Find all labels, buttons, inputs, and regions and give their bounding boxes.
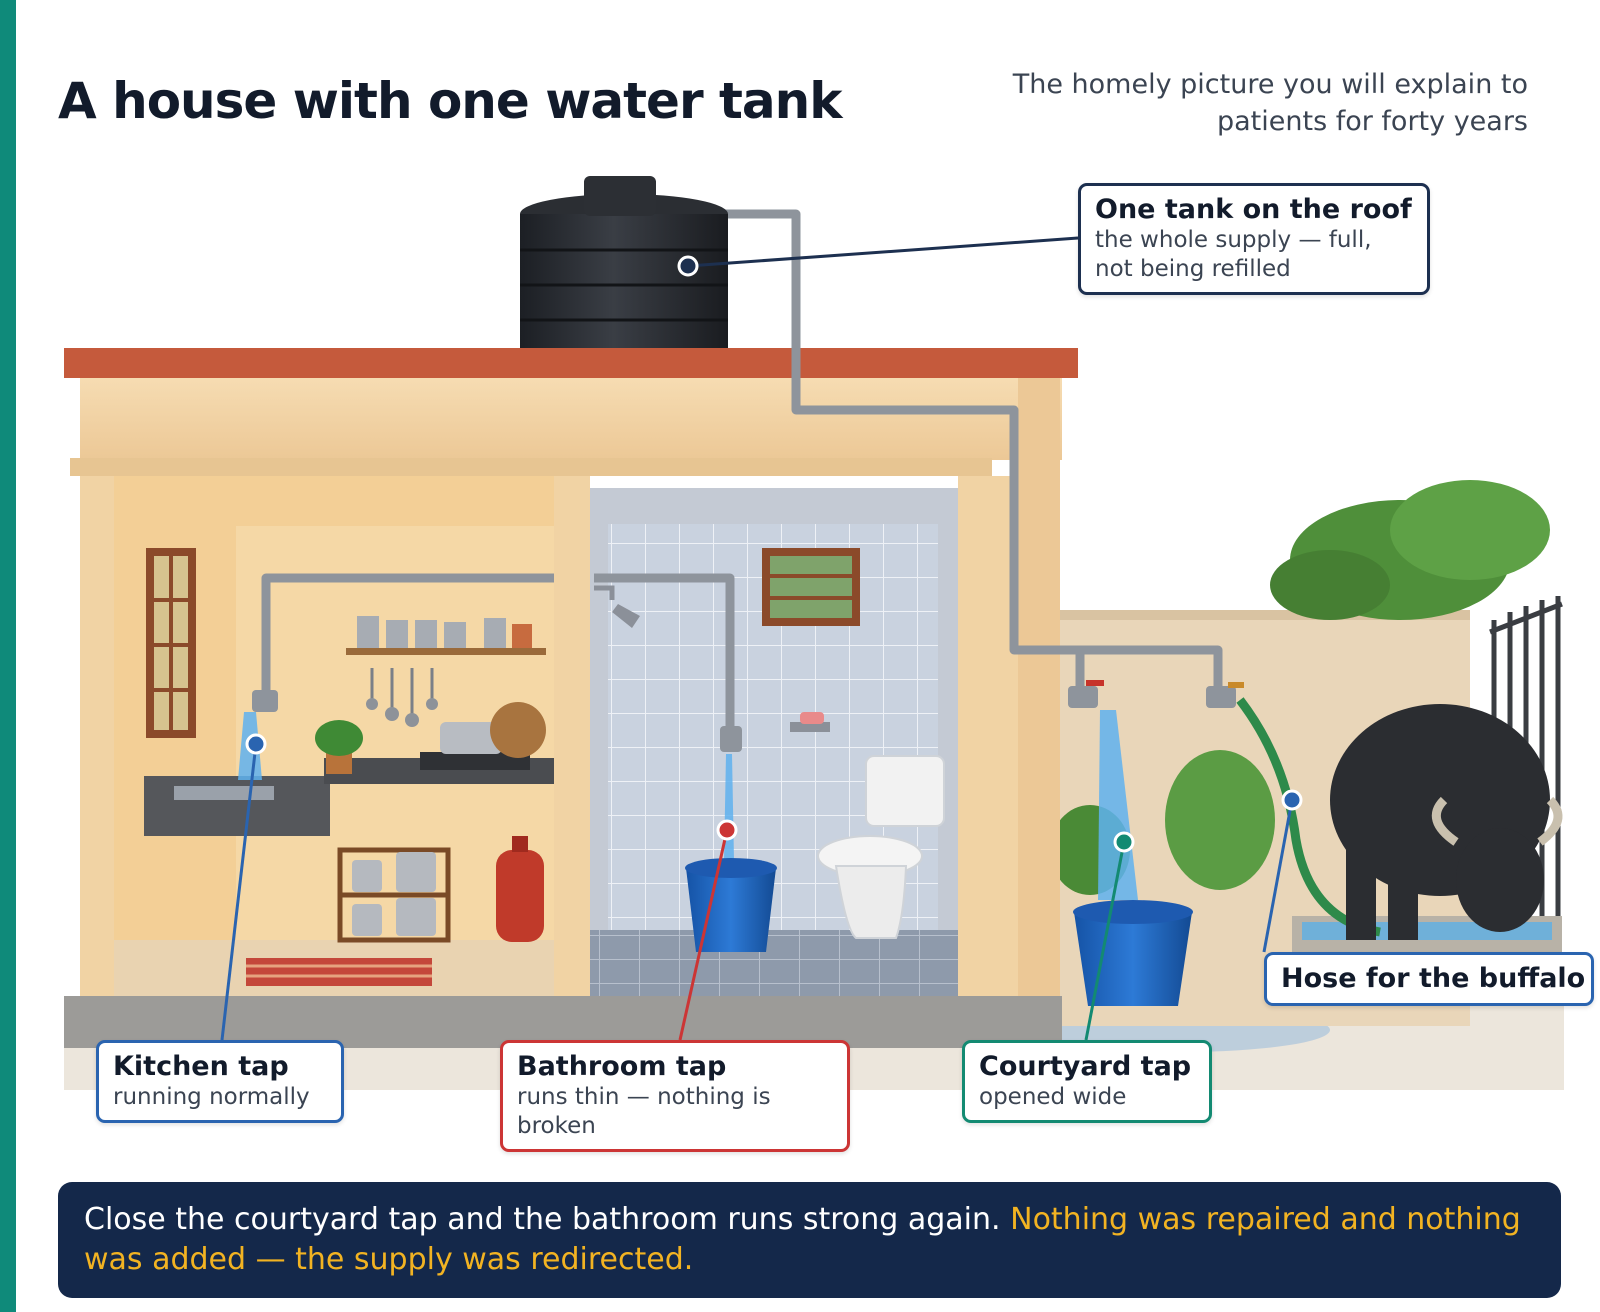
bathroom-tap-text: runs thin — nothing is broken [517,1084,771,1139]
lintel [70,458,992,476]
tank-callout-title: One tank on the roof [1095,194,1412,225]
leader-lines [220,236,1294,1041]
courtyard-tap-callout: Courtyard tap opened wide [962,1040,1212,1123]
page-subtitle: The homely picture you will explain to p… [1012,69,1528,137]
hose-callout: Hose for the buffalo [1264,952,1594,1006]
accent-stripe [0,0,16,1312]
roof-beam [80,378,1062,460]
bathroom-room [590,488,958,996]
marker-dots [245,255,1303,853]
page-title: A house with one water tank [58,72,843,130]
kitchen-tap-title: Kitchen tap [113,1051,289,1082]
tree [1270,480,1550,620]
banner-plain-text: Close the courtyard tap and the bathroom… [84,1202,1001,1237]
tank-callout: One tank on the roof the whole supply — … [1078,183,1430,295]
kitchen-room [114,476,554,996]
kitchen-tap-text: running normally [113,1084,310,1110]
takeaway-banner: Close the courtyard tap and the bathroom… [58,1182,1561,1298]
roof-slab [64,348,1078,378]
courtyard-tap-title: Courtyard tap [979,1051,1192,1082]
middle-column [554,476,590,1006]
hose-callout-title: Hose for the buffalo [1281,963,1586,994]
garden-hose [1236,697,1381,937]
buffalo [1330,704,1563,940]
banner-highlight-text: Nothing was repaired and nothing was add… [84,1202,1521,1277]
pipes [261,209,1223,730]
bathroom-tap-callout: Bathroom tap runs thin — nothing is brok… [500,1040,850,1152]
water-tank [520,176,728,348]
water-streams [238,710,1138,900]
buckets [685,858,1193,1006]
bathroom-tap-title: Bathroom tap [517,1051,727,1082]
courtyard-tap-text: opened wide [979,1084,1127,1110]
tank-callout-text: the whole supply — full, not being refil… [1095,227,1372,282]
floor-plinth [64,996,1062,1048]
left-column [80,476,114,1006]
kitchen-tap-callout: Kitchen tap running normally [96,1040,344,1123]
outer-wall [1018,378,1060,1006]
tap-fixtures [252,680,1244,752]
right-column [958,476,1018,1006]
